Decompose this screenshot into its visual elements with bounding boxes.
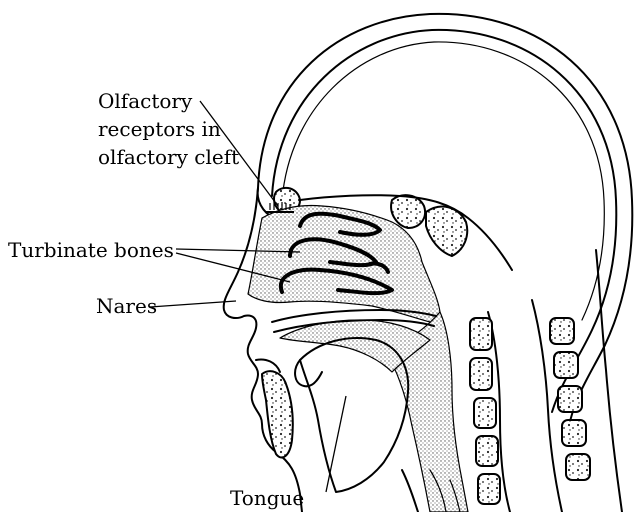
label-olfactory-2: receptors in: [98, 117, 221, 141]
sphenoid-bone: [391, 195, 425, 228]
mandible: [262, 371, 293, 457]
tongue-leader: [326, 396, 346, 492]
lower-lip: [256, 360, 280, 373]
label-olfactory-3: olfactory cleft: [98, 145, 239, 169]
label-turbinate: Turbinate bones: [8, 238, 174, 262]
tongue-tip: [295, 360, 322, 386]
label-olfactory-1: Olfactory: [98, 89, 193, 113]
label-nares: Nares: [96, 294, 157, 318]
neck-front: [402, 470, 418, 512]
label-tongue: Tongue: [230, 486, 304, 510]
cervical-spine: [470, 250, 622, 512]
